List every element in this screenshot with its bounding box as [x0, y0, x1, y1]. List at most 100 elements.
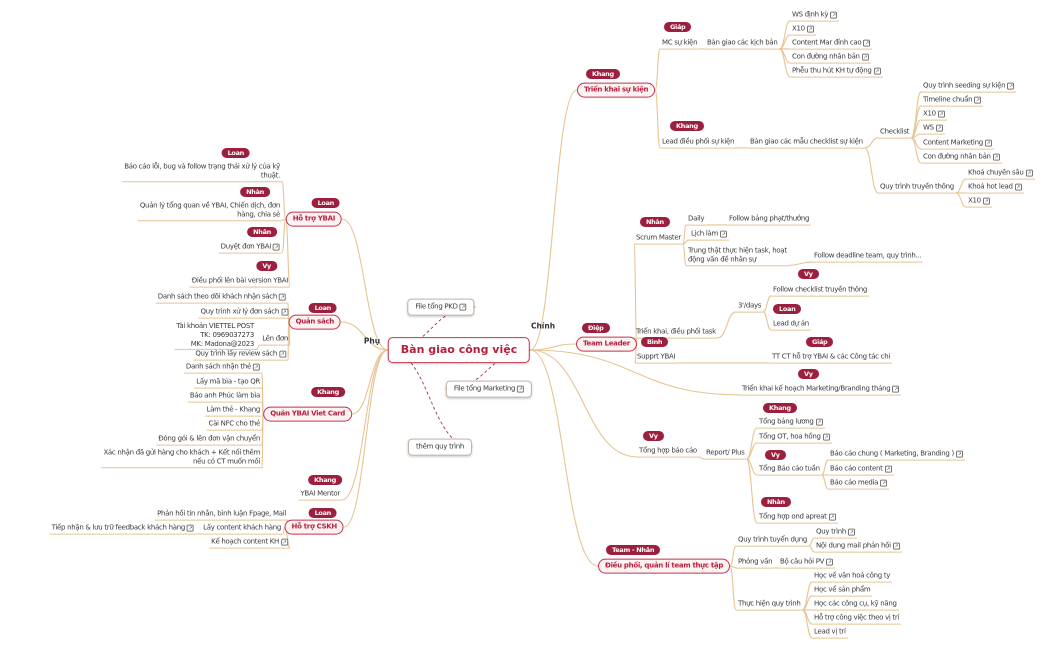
- external-link-icon[interactable]: ↗: [806, 25, 814, 33]
- pill-khang-lead-sk[interactable]: Khang: [670, 120, 704, 132]
- l-tong-ot[interactable]: Tổng OT, hoa hồng↗: [757, 433, 832, 444]
- t-lead-vi-tri[interactable]: Lead vị trí: [812, 628, 848, 639]
- external-link-icon[interactable]: ↗: [974, 96, 982, 104]
- l-bao-cao-content[interactable]: Báo cáo content↗: [828, 465, 894, 476]
- t-lay-ma-bia[interactable]: Lấy mã bìa - tạo QR: [194, 378, 262, 389]
- t-qt-truyen-thong[interactable]: Quy trình truyền thông: [878, 183, 956, 194]
- t-hoc-san-pham[interactable]: Học về sản phẩm: [812, 586, 873, 597]
- l-danh-sach-theo-doi[interactable]: Danh sách theo dõi khách nhận sách↗: [155, 293, 288, 304]
- t-bao-anh-phuc[interactable]: Báo anh Phúc làm bìa: [187, 392, 262, 403]
- external-link-icon[interactable]: ↗: [279, 350, 286, 358]
- t-hoc-van-hoa[interactable]: Học về văn hoá công ty: [812, 572, 893, 583]
- pill-giap-mc[interactable]: Giáp: [664, 21, 692, 33]
- l-qt-review-sach[interactable]: Quy trình lấy review sách↗: [193, 350, 288, 361]
- external-link-icon[interactable]: ↗: [892, 542, 900, 550]
- t-tong-hop-bao-cao[interactable]: Tổng hợp báo cáo: [637, 447, 699, 458]
- pill-vy-checklist[interactable]: Vy: [798, 268, 819, 280]
- l-qt-seeding[interactable]: Quy trình seeding sự kiện↗: [921, 82, 1017, 93]
- pill-nhan-ond[interactable]: Nhàn: [761, 496, 791, 508]
- external-link-icon[interactable]: ↗: [459, 303, 467, 311]
- external-link-icon[interactable]: ↗: [984, 139, 992, 147]
- l-ws-b[interactable]: WS↗: [921, 124, 945, 135]
- pill-khang-mentor[interactable]: Khang: [308, 474, 342, 486]
- topic-quan-viet-card[interactable]: Quản YBAI Viet Card: [263, 406, 352, 422]
- t-tai-khoan-viettel[interactable]: Tài khoản VIETTEL POST TK: 0969037273 MK…: [174, 322, 256, 351]
- t-lead-dieu-phoi-sk[interactable]: Lead điều phối sự kiện: [660, 138, 737, 149]
- l-tong-bang-luong[interactable]: Tổng bảng lương↗: [757, 418, 825, 429]
- t-mc-su-kien[interactable]: MC sự kiện: [660, 39, 700, 50]
- t-trien-khai-dieu-phoi[interactable]: Triển khai, điều phối task: [634, 328, 718, 339]
- pill-loan-cskh[interactable]: Loan: [308, 507, 337, 519]
- l-quy-trinh[interactable]: Quy trình↗: [814, 528, 858, 539]
- t-report-plus[interactable]: Report/ Plus: [704, 449, 747, 460]
- pill-loan-bug[interactable]: Loan: [221, 147, 250, 159]
- external-link-icon[interactable]: ↗: [992, 153, 1000, 161]
- t-lay-content-kh[interactable]: Lấy content khách hàng: [201, 524, 283, 535]
- external-link-icon[interactable]: ↗: [873, 67, 881, 75]
- external-link-icon[interactable]: ↗: [848, 528, 856, 536]
- external-link-icon[interactable]: ↗: [273, 243, 280, 251]
- external-link-icon[interactable]: ↗: [253, 363, 260, 371]
- l-qt-xu-ly-don[interactable]: Quy trình xử lý đơn sách↗: [198, 308, 290, 319]
- pill-nhan-duyet[interactable]: Nhân: [247, 226, 277, 238]
- external-link-icon[interactable]: ↗: [1014, 183, 1022, 191]
- t-phong-van[interactable]: Phỏng vấn: [736, 558, 775, 569]
- pill-khang-card[interactable]: Khang: [311, 386, 345, 398]
- l-duyet-don[interactable]: Duyệt đơn YBAI↗: [218, 243, 282, 254]
- pill-team-nhan[interactable]: Team - Nhân: [606, 544, 661, 556]
- l-lich-lam[interactable]: Lịch làm↗: [689, 230, 730, 241]
- l-pheu-thu-hut[interactable]: Phễu thu hút KH tự động↗: [790, 67, 883, 78]
- external-link-icon[interactable]: ↗: [935, 124, 943, 132]
- t-3days[interactable]: 3'/days: [736, 302, 764, 313]
- t-quan-ly-tong-quan[interactable]: Quản lý tổng quan về YBAI, Chiến dịch, đ…: [137, 201, 282, 221]
- topic-trien-khai-su-kien[interactable]: Triển khai sự kiện: [577, 82, 656, 98]
- pill-diep[interactable]: Điệp: [582, 322, 610, 334]
- external-link-icon[interactable]: ↗: [955, 450, 963, 458]
- external-link-icon[interactable]: ↗: [937, 110, 945, 118]
- pill-khang-luong[interactable]: Khang: [763, 402, 797, 414]
- l-timeline-chuan[interactable]: Timeline chuẩn↗: [921, 96, 984, 107]
- t-dong-goi[interactable]: Đóng gói & lên đơn vận chuyển: [156, 435, 262, 446]
- pill-loan-htybai[interactable]: Loan: [311, 197, 340, 209]
- external-link-icon[interactable]: ↗: [828, 513, 836, 521]
- t-ybai-mentor[interactable]: YBAI Mentor: [298, 490, 342, 501]
- pill-vy-marketing[interactable]: Vy: [798, 368, 819, 380]
- external-link-icon[interactable]: ↗: [187, 524, 194, 532]
- l-bao-cao-chung[interactable]: Báo cáo chung ( Marketing, Branding )↗: [828, 450, 965, 461]
- pill-khang-su-kien[interactable]: Khang: [586, 68, 620, 80]
- l-tiep-nhan-feedback[interactable]: Tiếp nhận & lưu trữ feedback khách hàng↗: [49, 524, 196, 535]
- pill-giap-ttct[interactable]: Giáp: [806, 336, 834, 348]
- topic-ho-tro-cskh[interactable]: Hỗ trợ CSKH: [284, 519, 344, 535]
- t-qt-tuyen-dung[interactable]: Quy trình tuyển dụng: [736, 536, 810, 547]
- t-trung-that[interactable]: Trung thật thực hiện task, hoạt động vấn…: [686, 246, 789, 266]
- external-link-icon[interactable]: ↗: [1007, 82, 1015, 90]
- float-file-pkd[interactable]: File tổng PKD↗: [407, 298, 475, 316]
- topic-quan-sach[interactable]: Quản sách: [288, 314, 341, 330]
- external-link-icon[interactable]: ↗: [861, 53, 869, 61]
- external-link-icon[interactable]: ↗: [880, 479, 888, 487]
- external-link-icon[interactable]: ↗: [517, 385, 525, 393]
- l-khoa-hot-lead[interactable]: Khoá hot lead↗: [966, 183, 1024, 194]
- t-ban-giao-checklist[interactable]: Bàn giao các mẫu checklist sự kiện: [748, 138, 865, 149]
- t-lam-the[interactable]: Làm thẻ - Khang: [204, 406, 262, 417]
- external-link-icon[interactable]: ↗: [884, 465, 892, 473]
- l-tong-hop-ond[interactable]: Tổng hợp ond apreat↗: [757, 513, 838, 524]
- l-con-duong-nhan-ban-b[interactable]: Con đường nhân bản↗: [921, 153, 1002, 164]
- l-bao-cao-media[interactable]: Báo cáo media↗: [828, 479, 890, 490]
- external-link-icon[interactable]: ↗: [830, 11, 838, 19]
- pill-nhan-scrum[interactable]: Nhàn: [640, 216, 670, 228]
- t-daily[interactable]: Daily: [686, 215, 707, 226]
- t-lead-du-an[interactable]: Lead dự án: [771, 320, 811, 331]
- pill-vy-bao-cao[interactable]: Vy: [643, 430, 664, 442]
- topic-ho-tro-ybai[interactable]: Hỗ trợ YBAI: [285, 211, 342, 227]
- l-ke-hoach-content[interactable]: Kế hoạch content KH↗: [209, 538, 290, 549]
- t-tong-bao-cao-tuan[interactable]: Tổng Báo cáo tuần: [757, 465, 822, 476]
- l-noi-dung-mail[interactable]: Nội dung mail phản hồi↗: [814, 542, 902, 553]
- external-link-icon[interactable]: ↗: [826, 558, 834, 566]
- t-follow-checklist-tt[interactable]: Follow checklist truyền thông: [771, 286, 869, 297]
- t-bao-cao-loi[interactable]: Báo cáo lỗi, bug và follow trạng thái xử…: [122, 162, 282, 182]
- external-link-icon[interactable]: ↗: [1025, 169, 1033, 177]
- l-x10-a[interactable]: X10↗: [790, 25, 816, 36]
- t-cai-nfc[interactable]: Cài NFC cho thẻ: [206, 420, 262, 431]
